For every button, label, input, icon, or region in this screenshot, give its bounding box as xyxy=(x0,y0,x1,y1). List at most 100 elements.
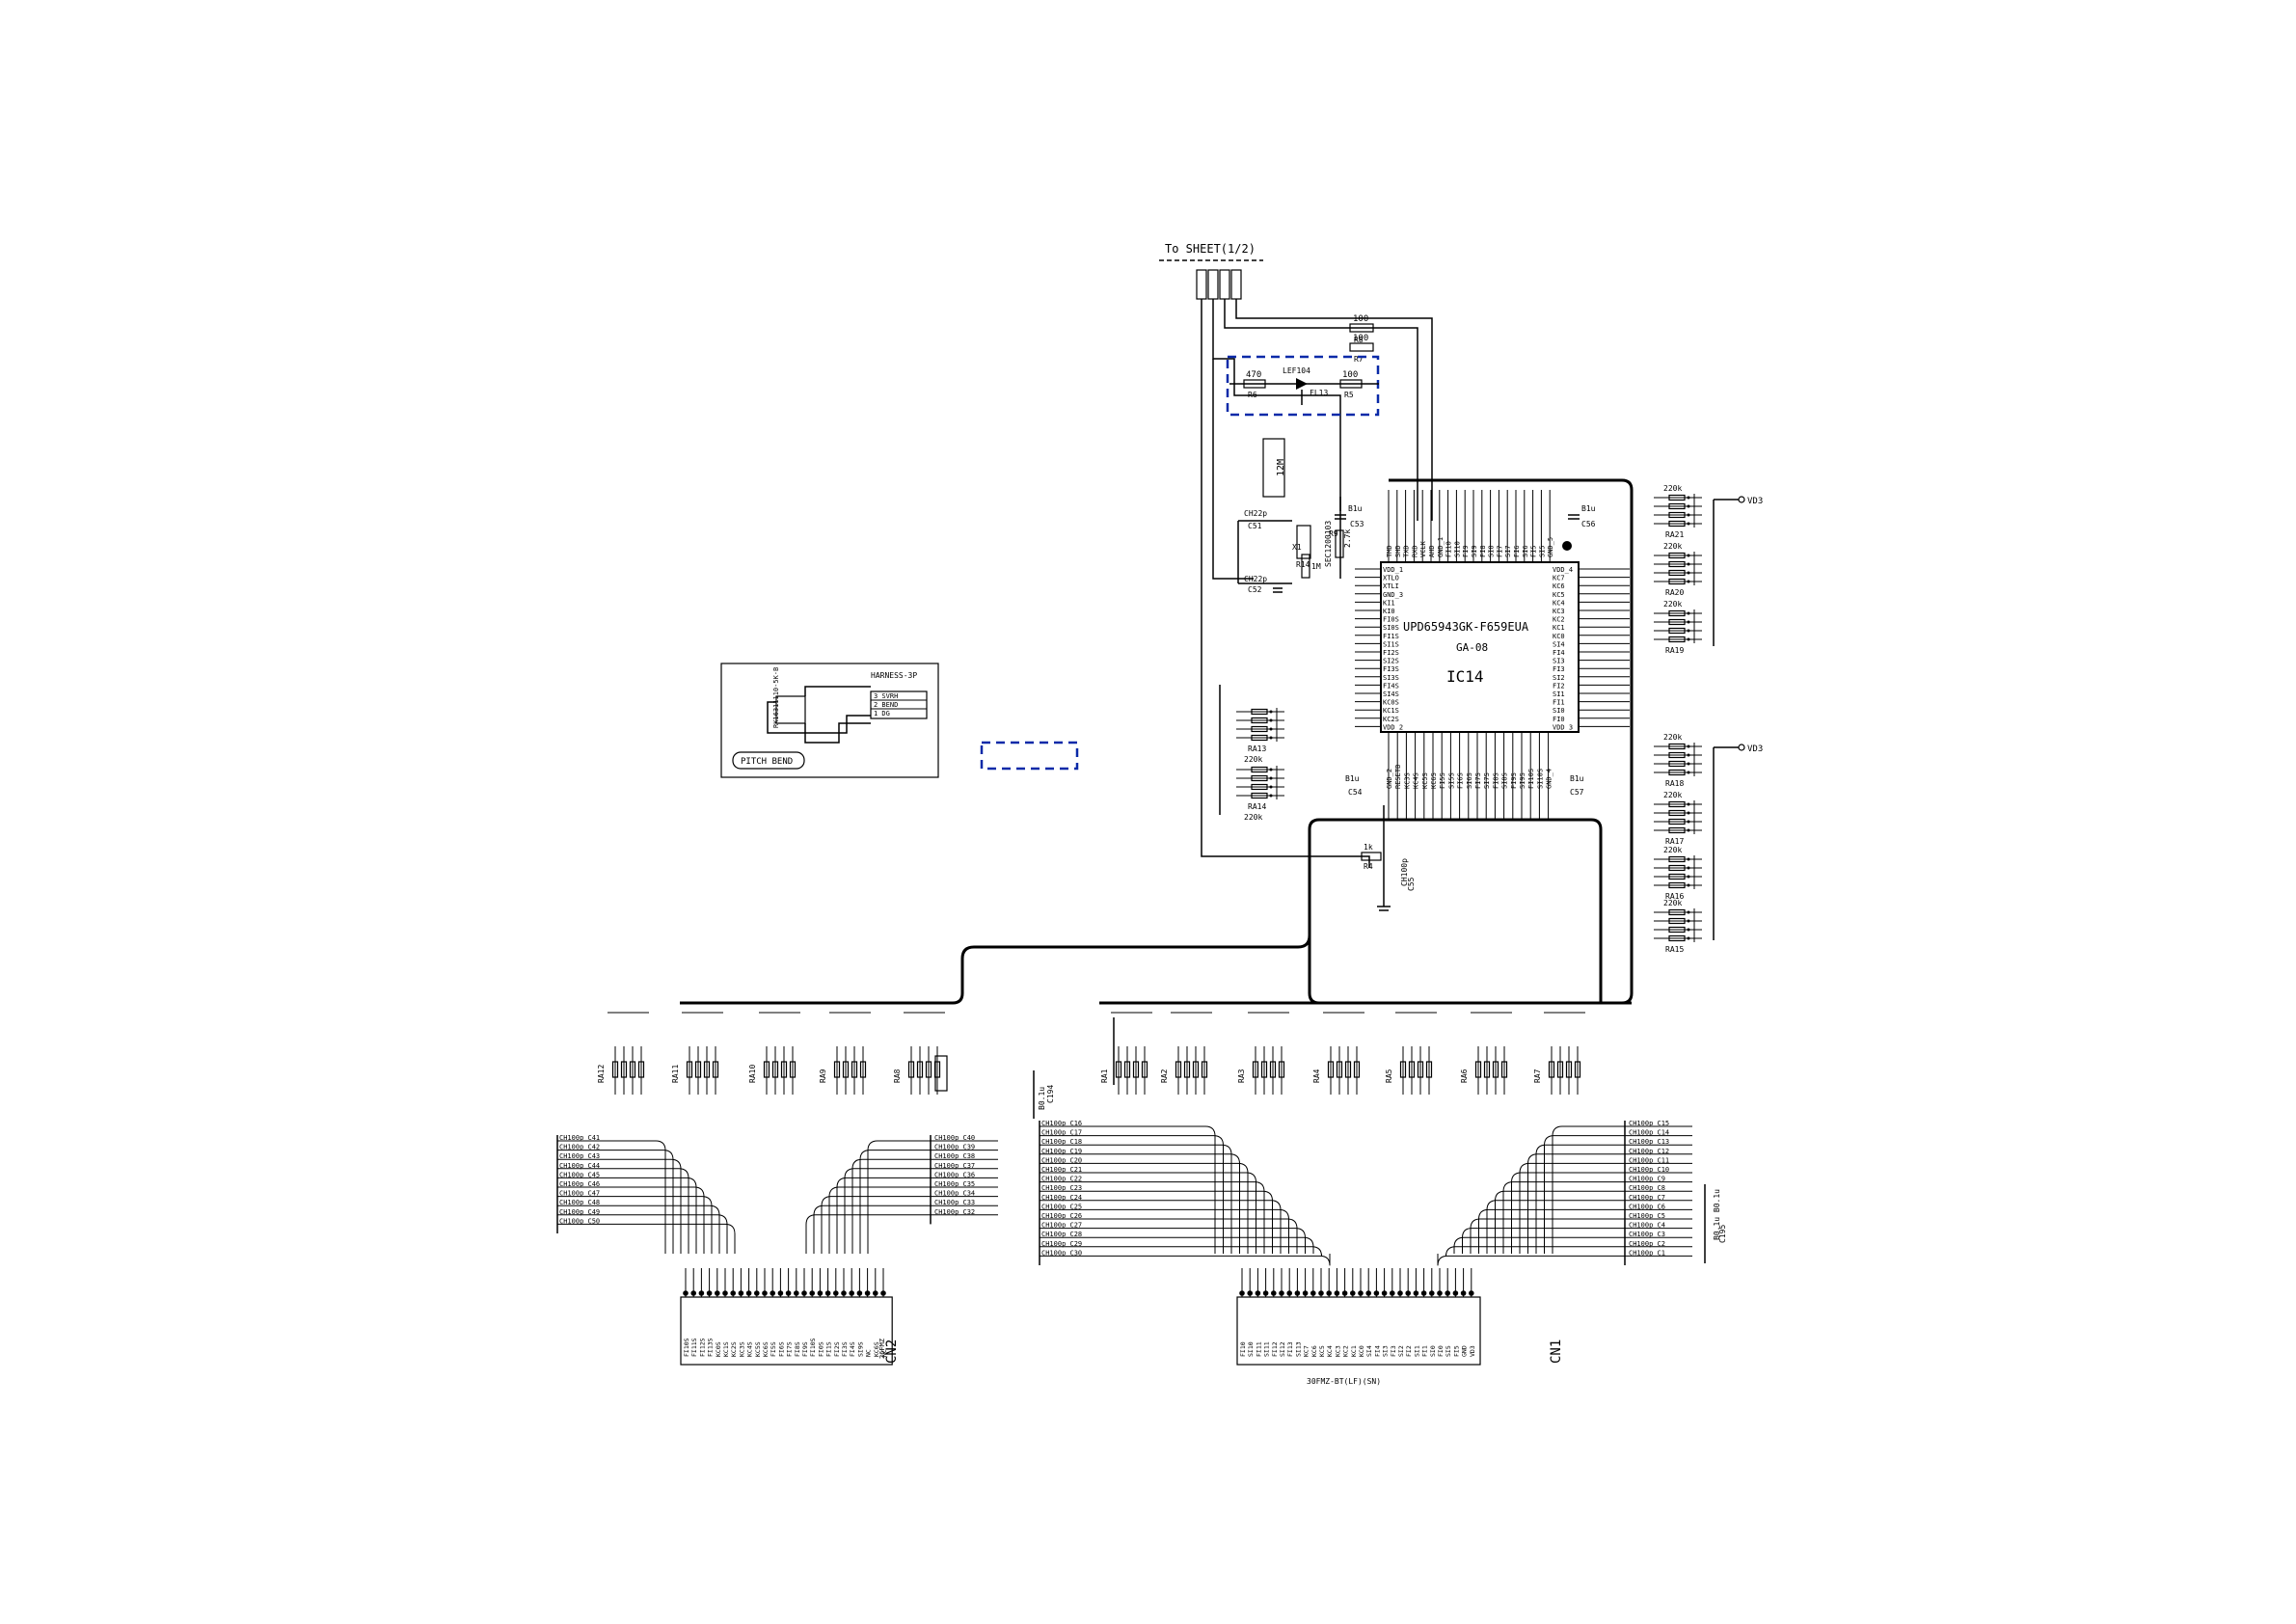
resistor-array: RA3 xyxy=(1237,1046,1285,1095)
svg-text:SEC1200103: SEC1200103 xyxy=(1324,521,1333,567)
capacitor-label: CH100p C25 xyxy=(1041,1203,1082,1210)
svg-text:VD3: VD3 xyxy=(1747,744,1763,754)
ic14-pin-label: SI7S xyxy=(1483,772,1491,789)
svg-text:RA11: RA11 xyxy=(671,1065,680,1083)
connector-pin-label: FI10S xyxy=(683,1338,690,1357)
ic14-pin-label: FI9 xyxy=(1462,545,1470,557)
svg-text:C51: C51 xyxy=(1248,522,1262,530)
resistor-arrays-right: 220kRA21220kRA20220kRA19220kRA18220kRA17… xyxy=(1654,484,1715,954)
ic14-pin-label: FI6 xyxy=(1513,545,1521,557)
capacitor-label: CH100p C42 xyxy=(559,1144,600,1151)
svg-text:RA7: RA7 xyxy=(1533,1069,1542,1083)
capacitor-label: CH100p C48 xyxy=(559,1199,600,1206)
connector-pin-label: KC4S xyxy=(746,1341,754,1357)
ic14-pin-label: VDD_3 xyxy=(1553,723,1573,731)
capacitor-label: CH100p C1 xyxy=(1629,1249,1665,1257)
capacitor-label: CH100p C27 xyxy=(1041,1222,1082,1230)
svg-text:RA2: RA2 xyxy=(1160,1069,1169,1083)
svg-text:B1u: B1u xyxy=(1581,504,1596,513)
svg-text:220k: 220k xyxy=(1244,813,1262,822)
connector-pin-label: KC5S xyxy=(754,1341,762,1357)
svg-text:CH22p: CH22p xyxy=(1244,509,1267,518)
svg-text:B1u: B1u xyxy=(1345,774,1360,783)
svg-text:CH100p: CH100p xyxy=(1400,858,1409,886)
resistor-r4: 1k R4 xyxy=(1361,843,1382,871)
ic14-right-pins: VDD_4KC7KC6KC5KC4KC3KC2KC1KC0SI4FI4SI3FI… xyxy=(1553,566,1630,731)
connector-pin-label: KC3S xyxy=(738,1341,745,1357)
empty-dashed-box xyxy=(980,741,1079,771)
capacitor-label: CH100p C10 xyxy=(1629,1166,1669,1174)
svg-text:C55: C55 xyxy=(1407,877,1416,891)
capacitor-label: CH100p C17 xyxy=(1041,1129,1082,1137)
connector-pin-label: FI3 xyxy=(1390,1345,1397,1357)
svg-text:R8: R8 xyxy=(1354,336,1364,344)
svg-text:220k: 220k xyxy=(1663,542,1682,551)
ic14-pin-label: AHD xyxy=(1428,545,1436,557)
ic14-pin-label: GND_1 xyxy=(1437,537,1445,557)
ic14-pin-label: FI7 xyxy=(1496,545,1503,557)
svg-text:220k: 220k xyxy=(1663,600,1682,609)
ic14-pin-label: KC4 xyxy=(1553,599,1565,607)
svg-text:C52: C52 xyxy=(1248,585,1262,594)
resistor-array: RA13 xyxy=(1236,708,1284,753)
svg-text:RA12: RA12 xyxy=(597,1065,606,1083)
resistor-array: RA8 xyxy=(893,1046,941,1095)
svg-text:RA9: RA9 xyxy=(819,1069,827,1083)
svg-text:3 SVRH: 3 SVRH xyxy=(874,692,898,700)
capacitor-label: CH100p C32 xyxy=(934,1208,975,1216)
svg-text:100: 100 xyxy=(1353,334,1368,343)
ic14-pin-label: SI0 xyxy=(1553,707,1565,715)
svg-text:C56: C56 xyxy=(1581,520,1596,528)
ic14-pin-label: SI5S xyxy=(1447,772,1455,789)
svg-text:RA10: RA10 xyxy=(748,1065,757,1083)
capacitor-label: CH100p C36 xyxy=(934,1171,975,1178)
ic14-pin-label: SI0S xyxy=(1383,624,1399,632)
capacitor-label: CH100p C19 xyxy=(1041,1148,1082,1155)
svg-text:RA3: RA3 xyxy=(1237,1069,1246,1083)
cn1-ref: CN1 xyxy=(1549,1340,1564,1364)
connector-pin-label: SI5 xyxy=(1445,1345,1452,1357)
connector-pin-label: FI13 xyxy=(1286,1341,1294,1357)
capacitor-label: CH100p C40 xyxy=(934,1134,975,1142)
svg-text:C54: C54 xyxy=(1348,788,1363,797)
ic14-pin-label: TMD xyxy=(1386,545,1393,557)
ic14-pin-label: FI5 xyxy=(1530,545,1538,557)
ic14-pin-label: SI2S xyxy=(1383,658,1399,665)
cn2-part: 26FMZ xyxy=(878,1339,886,1359)
capacitor-label: CH100p C41 xyxy=(559,1134,600,1142)
svg-text:2 BEND: 2 BEND xyxy=(874,701,898,709)
crystal-x1: 12M X1 SEC1200103 xyxy=(1262,438,1333,567)
capacitor-label: CH100p C9 xyxy=(1629,1176,1665,1183)
svg-text:RA6: RA6 xyxy=(1460,1069,1469,1083)
connector-pin-label: FI13S xyxy=(707,1338,715,1357)
svg-text:C195: C195 xyxy=(1718,1225,1727,1243)
ic14-part-number: UPD65943GK-F659EUA xyxy=(1403,620,1529,634)
connector-pin-label: FI12 xyxy=(1271,1341,1279,1357)
ic14-pin-label: KC0S xyxy=(1383,699,1399,707)
ic14-pin-label: KC6S xyxy=(1430,772,1438,789)
svg-text:B1u: B1u xyxy=(1570,774,1584,783)
ic14-pin-label: SI9 xyxy=(1471,545,1478,557)
connector-pin-label: SI9S xyxy=(856,1341,864,1357)
svg-text:1 DG: 1 DG xyxy=(874,710,890,717)
connector-pin-label: KC6 xyxy=(1310,1345,1318,1357)
svg-text:R7: R7 xyxy=(1354,355,1364,364)
ic14-pin-label: FI8 xyxy=(1479,545,1487,557)
svg-text:R9: R9 xyxy=(1329,529,1338,538)
ic14-pin-label: KC3 xyxy=(1553,608,1565,615)
connector-pin-label: FI4S xyxy=(849,1341,856,1357)
ic14-chip: UPD65943GK-F659EUA GA-08 IC14 xyxy=(1380,541,1580,733)
capacitor-c56: B1u C56 xyxy=(1568,504,1596,528)
ic14-suffix: GA-08 xyxy=(1456,641,1488,654)
pitch-bend-label: PITCH BEND xyxy=(741,757,793,767)
svg-text:C57: C57 xyxy=(1570,788,1584,797)
capacitor-label: CH100p C2 xyxy=(1629,1240,1665,1248)
capacitor-label: CH100p C12 xyxy=(1629,1148,1669,1155)
